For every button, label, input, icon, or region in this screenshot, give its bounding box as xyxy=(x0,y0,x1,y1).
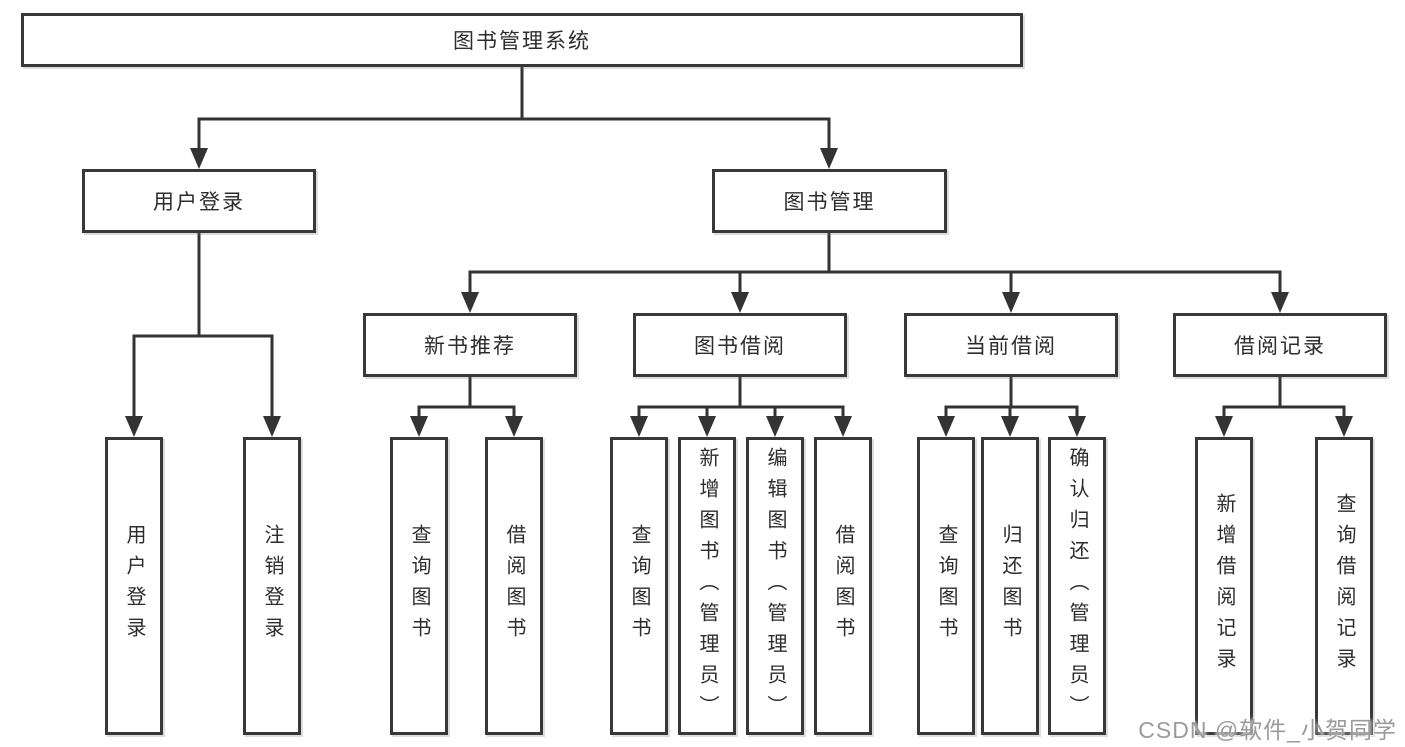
leaf-add-books-admin: 新增图书（管理员） xyxy=(678,437,736,735)
node-label: 图书借阅 xyxy=(694,335,786,358)
node-label: 当前借阅 xyxy=(965,335,1057,358)
node-book-borrowing: 图书借阅 xyxy=(633,313,847,377)
leaf-return-books: 归还图书 xyxy=(981,437,1039,735)
leaf-confirm-return-admin: 确认归还（管理员） xyxy=(1048,437,1106,735)
node-label: 图书管理系统 xyxy=(453,30,591,53)
leaf-logout: 注销登录 xyxy=(243,437,301,735)
node-label: 借阅图书 xyxy=(832,524,854,648)
leaf-add-borrow-record: 新增借阅记录 xyxy=(1195,437,1253,735)
connector-lines xyxy=(132,65,1346,422)
node-book-management-group: 图书管理 xyxy=(712,169,947,233)
leaf-query-borrow-record: 查询借阅记录 xyxy=(1315,437,1373,735)
node-current-borrowing: 当前借阅 xyxy=(904,313,1118,377)
node-label: 查询图书 xyxy=(628,524,650,648)
node-borrowing-records: 借阅记录 xyxy=(1173,313,1387,377)
node-user-login-group: 用户登录 xyxy=(82,169,316,233)
node-label: 注销登录 xyxy=(261,524,283,648)
node-label: 新书推荐 xyxy=(424,335,516,358)
node-label: 借阅记录 xyxy=(1234,335,1326,358)
leaf-borrow-books-recommend: 借阅图书 xyxy=(485,437,543,735)
node-label: 图书管理 xyxy=(783,191,876,214)
leaf-edit-books-admin: 编辑图书（管理员） xyxy=(746,437,804,735)
node-label: 用户登录 xyxy=(153,191,245,214)
arrowhead-icons xyxy=(125,148,1353,437)
leaf-query-books-borrowing: 查询图书 xyxy=(610,437,668,735)
leaf-query-books-current: 查询图书 xyxy=(917,437,975,735)
node-label: 查询图书 xyxy=(935,524,957,648)
node-label: 编辑图书（管理员） xyxy=(764,446,786,726)
node-label: 归还图书 xyxy=(999,524,1021,648)
leaf-query-books-recommend: 查询图书 xyxy=(390,437,448,735)
node-label: 用户登录 xyxy=(123,524,145,648)
node-label: 查询借阅记录 xyxy=(1333,493,1355,679)
node-label: 借阅图书 xyxy=(503,524,525,648)
csdn-watermark: CSDN @软件_小贺同学 xyxy=(1138,717,1397,743)
leaf-borrow-books: 借阅图书 xyxy=(814,437,872,735)
node-label: 查询图书 xyxy=(408,524,430,648)
node-label: 新增借阅记录 xyxy=(1213,493,1235,679)
node-label: 新增图书（管理员） xyxy=(696,446,718,726)
node-library-management-system: 图书管理系统 xyxy=(21,13,1023,67)
node-label: 确认归还（管理员） xyxy=(1066,446,1088,726)
node-new-book-recommendation: 新书推荐 xyxy=(363,313,577,377)
leaf-user-login: 用户登录 xyxy=(105,437,163,735)
